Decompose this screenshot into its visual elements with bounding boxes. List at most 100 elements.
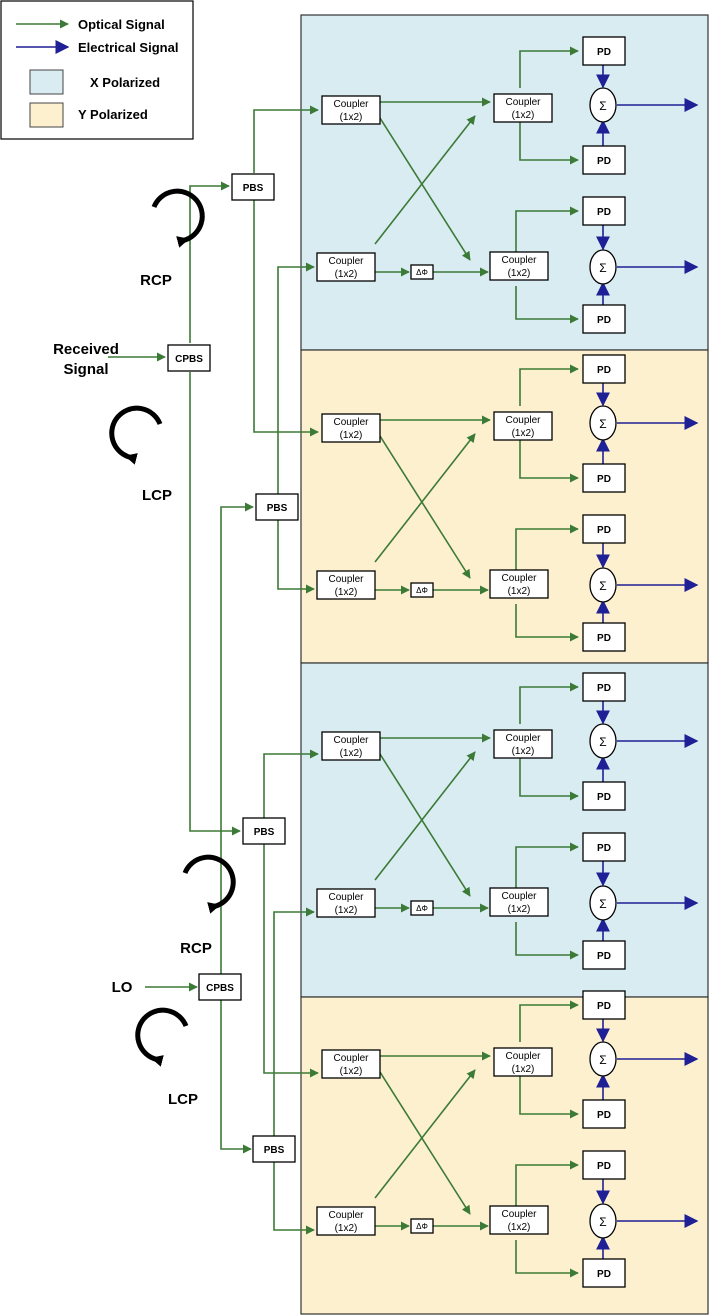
panel4-coupler-left-top-sublabel: (1x2)	[340, 1066, 363, 1077]
panel2-sum-1-label: Σ	[599, 417, 606, 431]
panel2-coupler-right-bottom-sublabel: (1x2)	[508, 586, 531, 597]
panel2-wire-cr2-pd-c	[515, 524, 579, 576]
panel3-wire-cr2-pd-d	[515, 922, 579, 960]
panel1-wire-cr-pd-a	[519, 46, 579, 88]
lcp-label-1: LCP	[142, 487, 172, 504]
rcp-rotation-icon	[182, 854, 236, 914]
panel4-pd-4-label: PD	[597, 1269, 611, 1280]
panel2-coupler-right-top-sublabel: (1x2)	[512, 428, 535, 439]
panel1-wire-cr2-pd-c	[515, 206, 579, 258]
panel2-coupler-right-top: Coupler(1x2)	[493, 411, 553, 441]
panel-x-polarized-3	[300, 662, 709, 998]
legend-y-label: Y Polarized	[78, 107, 148, 122]
legend-x-swatch	[29, 69, 64, 95]
panel4-coupler-right-top-label: Coupler	[505, 1051, 541, 1062]
pbs-4-label: PBS	[264, 1145, 285, 1156]
panel4-wire-cr-pd-b	[519, 1070, 579, 1119]
polarization-panels	[300, 14, 709, 1315]
panel3-phase-shifter: ΔΦ	[410, 900, 434, 916]
wire-pbs3-to-coupler-5	[263, 749, 319, 818]
panel3-coupler-right-top-sublabel: (1x2)	[512, 746, 535, 757]
cpbs-received: CPBS	[167, 344, 211, 372]
received-signal-label-line-1: Received	[53, 341, 119, 358]
panel3-coupler-left-top-label: Coupler	[333, 735, 369, 746]
panel4-coupler-right-bottom-label: Coupler	[501, 1209, 537, 1220]
panel2-coupler-left-bottom: Coupler(1x2)	[316, 570, 376, 600]
panel4-coupler-right-top-sublabel: (1x2)	[512, 1064, 535, 1075]
pbs-4: PBS	[252, 1135, 296, 1163]
panel2-sum-2-label: Σ	[599, 579, 606, 593]
panel1-pd-4: PD	[582, 304, 626, 334]
legend-y-swatch	[29, 102, 64, 128]
panel1-coupler-right-bottom-sublabel: (1x2)	[508, 268, 531, 279]
panel-y-polarized-4	[300, 996, 709, 1315]
panel1-phase-shifter: ΔΦ	[410, 264, 434, 280]
wire-cpbs2-to-pbs4	[220, 1000, 252, 1154]
panel2-pd-2: PD	[582, 463, 626, 493]
cpbs-lo: CPBS	[198, 973, 242, 1001]
panel2-coupler-left-top-sublabel: (1x2)	[340, 430, 363, 441]
panel1-pd-4-label: PD	[597, 315, 611, 326]
panel3-sum-1-label: Σ	[599, 735, 606, 749]
rcp-label-2: RCP	[180, 940, 212, 957]
wire-cpbs2-to-pbs2	[220, 502, 254, 974]
panel4-sum-2: Σ	[589, 1203, 617, 1239]
panel4-sum-1: Σ	[589, 1041, 617, 1077]
lcp-rotation-icon	[135, 1007, 189, 1067]
panel1-coupler-right-bottom-label: Coupler	[501, 255, 537, 266]
wire-pbs3-to-coupler-7	[263, 844, 319, 1078]
cpbs-received-label: CPBS	[175, 354, 203, 365]
panel1-pd-1: PD	[582, 36, 626, 66]
panel4-wire-cr2-pd-d	[515, 1240, 579, 1278]
panel2-coupler-left-bottom-label: Coupler	[328, 574, 364, 585]
panel1-coupler-right-top-label: Coupler	[505, 97, 541, 108]
panel2-coupler-right-bottom-label: Coupler	[501, 573, 537, 584]
panel3-coupler-left-bottom: Coupler(1x2)	[316, 888, 376, 918]
signal-wires	[108, 46, 699, 1278]
panel3-coupler-left-top-sublabel: (1x2)	[340, 748, 363, 759]
panel4-coupler-left-top-label: Coupler	[333, 1053, 369, 1064]
panel1-coupler-left-bottom-label: Coupler	[328, 256, 364, 267]
panel1-coupler-right-top-sublabel: (1x2)	[512, 110, 535, 121]
panel2-wire-cross-down	[379, 435, 471, 579]
pbs-1-label: PBS	[243, 183, 264, 194]
panel3-pd-3-label: PD	[597, 843, 611, 854]
panel4-pd-3-label: PD	[597, 1161, 611, 1172]
pbs-1: PBS	[231, 173, 275, 201]
panel4-phase-shifter: ΔΦ	[410, 1218, 434, 1234]
panel3-coupler-right-bottom: Coupler(1x2)	[489, 887, 549, 917]
panel1-coupler-left-top-label: Coupler	[333, 99, 369, 110]
wire-pbs2-to-coupler-4	[277, 520, 315, 594]
panel2-pd-1-label: PD	[597, 365, 611, 376]
panel4-coupler-right-bottom-sublabel: (1x2)	[508, 1222, 531, 1233]
wire-pbs4-to-coupler-8	[273, 1162, 315, 1235]
legend-optical-label: Optical Signal	[78, 17, 165, 32]
rcp-label-1: RCP	[140, 272, 172, 289]
panel1-coupler-left-bottom-sublabel: (1x2)	[335, 269, 358, 280]
wire-pbs2-to-coupler-2	[277, 262, 315, 494]
component-blocks: Coupler (1x2) Coupler (1x2) Coupler (1x2) Coup…	[167, 36, 626, 1288]
panel3-coupler-left-top: Coupler (1x2)	[321, 731, 381, 761]
panel4-coupler-left-bottom-label: Coupler	[328, 1210, 364, 1221]
panel-x-polarized-1	[300, 14, 709, 351]
panel1-coupler-right-top: Coupler (1x2)	[493, 93, 553, 123]
panel4-coupler-left-bottom: Coupler(1x2)	[316, 1206, 376, 1236]
panel3-pd-3: PD	[582, 832, 626, 862]
panel1-sum-1: Σ	[589, 87, 617, 123]
panel1-pd-3-label: PD	[597, 207, 611, 218]
panel4-coupler-left-top: Coupler (1x2)	[321, 1049, 381, 1079]
panel3-wire-cross-up	[374, 751, 476, 881]
panel3-wire-cr-pd-b	[519, 752, 579, 801]
panel1-pd-2: PD	[582, 145, 626, 175]
panel2-phase-shifter: ΔΦ	[410, 582, 434, 598]
panel2-pd-4-label: PD	[597, 633, 611, 644]
panel3-coupler-right-bottom-label: Coupler	[501, 891, 537, 902]
lcp-rotation-icon	[109, 405, 163, 465]
panel1-coupler-left-top-sublabel: (1x2)	[340, 112, 363, 123]
pbs-3-label: PBS	[254, 827, 275, 838]
panel1-coupler-left-bottom: Coupler (1x2)	[316, 252, 376, 282]
panel2-coupler-left-top: Coupler(1x2)	[321, 413, 381, 443]
panel1-pd-3: PD	[582, 196, 626, 226]
wire-pbs1-to-coupler-3	[253, 199, 319, 437]
